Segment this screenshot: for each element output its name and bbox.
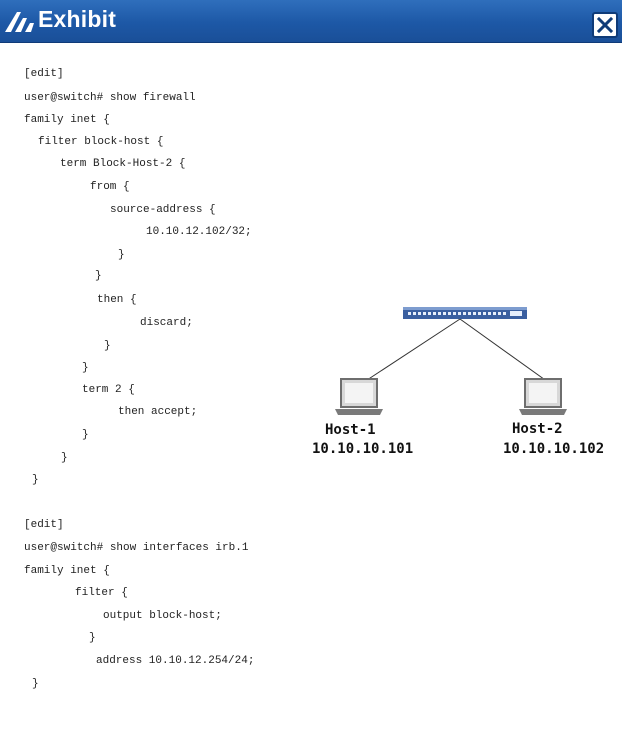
code-line: [edit] bbox=[24, 68, 64, 80]
code-line: term Block-Host-2 { bbox=[60, 158, 186, 170]
host-1-name: Host-1 bbox=[325, 422, 376, 438]
host-2-ip: 10.10.10.102 bbox=[503, 441, 605, 457]
code-line: } bbox=[82, 429, 89, 441]
window-title: Exhibit bbox=[38, 6, 117, 32]
exhibit-logo-icon bbox=[5, 12, 34, 32]
code-line: family inet { bbox=[24, 114, 110, 126]
link-host-2 bbox=[459, 318, 549, 383]
code-line: family inet { bbox=[24, 565, 110, 577]
code-line: filter { bbox=[75, 587, 128, 599]
code-line: } bbox=[104, 340, 111, 352]
close-icon bbox=[596, 16, 614, 34]
code-line: source-address { bbox=[110, 204, 216, 216]
laptop-icon bbox=[519, 378, 567, 415]
link-host-1 bbox=[363, 318, 461, 383]
code-line: address 10.10.12.254/24; bbox=[96, 655, 255, 667]
code-line: user@switch# show interfaces irb.1 bbox=[24, 542, 249, 554]
code-line: filter block-host { bbox=[38, 136, 164, 148]
code-line: term 2 { bbox=[82, 384, 135, 396]
laptop-icon bbox=[335, 378, 383, 415]
code-line: then { bbox=[97, 294, 137, 306]
code-line: 10.10.12.102/32; bbox=[146, 226, 252, 238]
code-line: } bbox=[118, 249, 125, 261]
code-line: } bbox=[32, 678, 39, 690]
code-line: } bbox=[95, 270, 102, 282]
config-listing: [edit] user@switch# show firewall family… bbox=[0, 0, 300, 730]
code-line: [edit] bbox=[24, 519, 64, 531]
host-1-ip: 10.10.10.101 bbox=[312, 441, 414, 457]
close-button[interactable] bbox=[592, 12, 618, 38]
network-diagram: Host-1 10.10.10.101 Host-2 10.10.10.102 bbox=[300, 290, 622, 490]
network-switch-icon bbox=[403, 307, 527, 319]
code-line: discard; bbox=[140, 317, 193, 329]
host-2-name: Host-2 bbox=[512, 421, 563, 437]
topology-graphic bbox=[335, 307, 567, 415]
code-line: from { bbox=[90, 181, 130, 193]
window-titlebar: Exhibit bbox=[0, 0, 622, 43]
code-line: } bbox=[82, 362, 89, 374]
code-line: then accept; bbox=[118, 406, 198, 418]
code-line: } bbox=[61, 452, 68, 464]
code-line: user@switch# show firewall bbox=[24, 92, 196, 104]
code-line: } bbox=[89, 632, 96, 644]
code-line: } bbox=[32, 474, 39, 486]
code-line: output block-host; bbox=[103, 610, 222, 622]
